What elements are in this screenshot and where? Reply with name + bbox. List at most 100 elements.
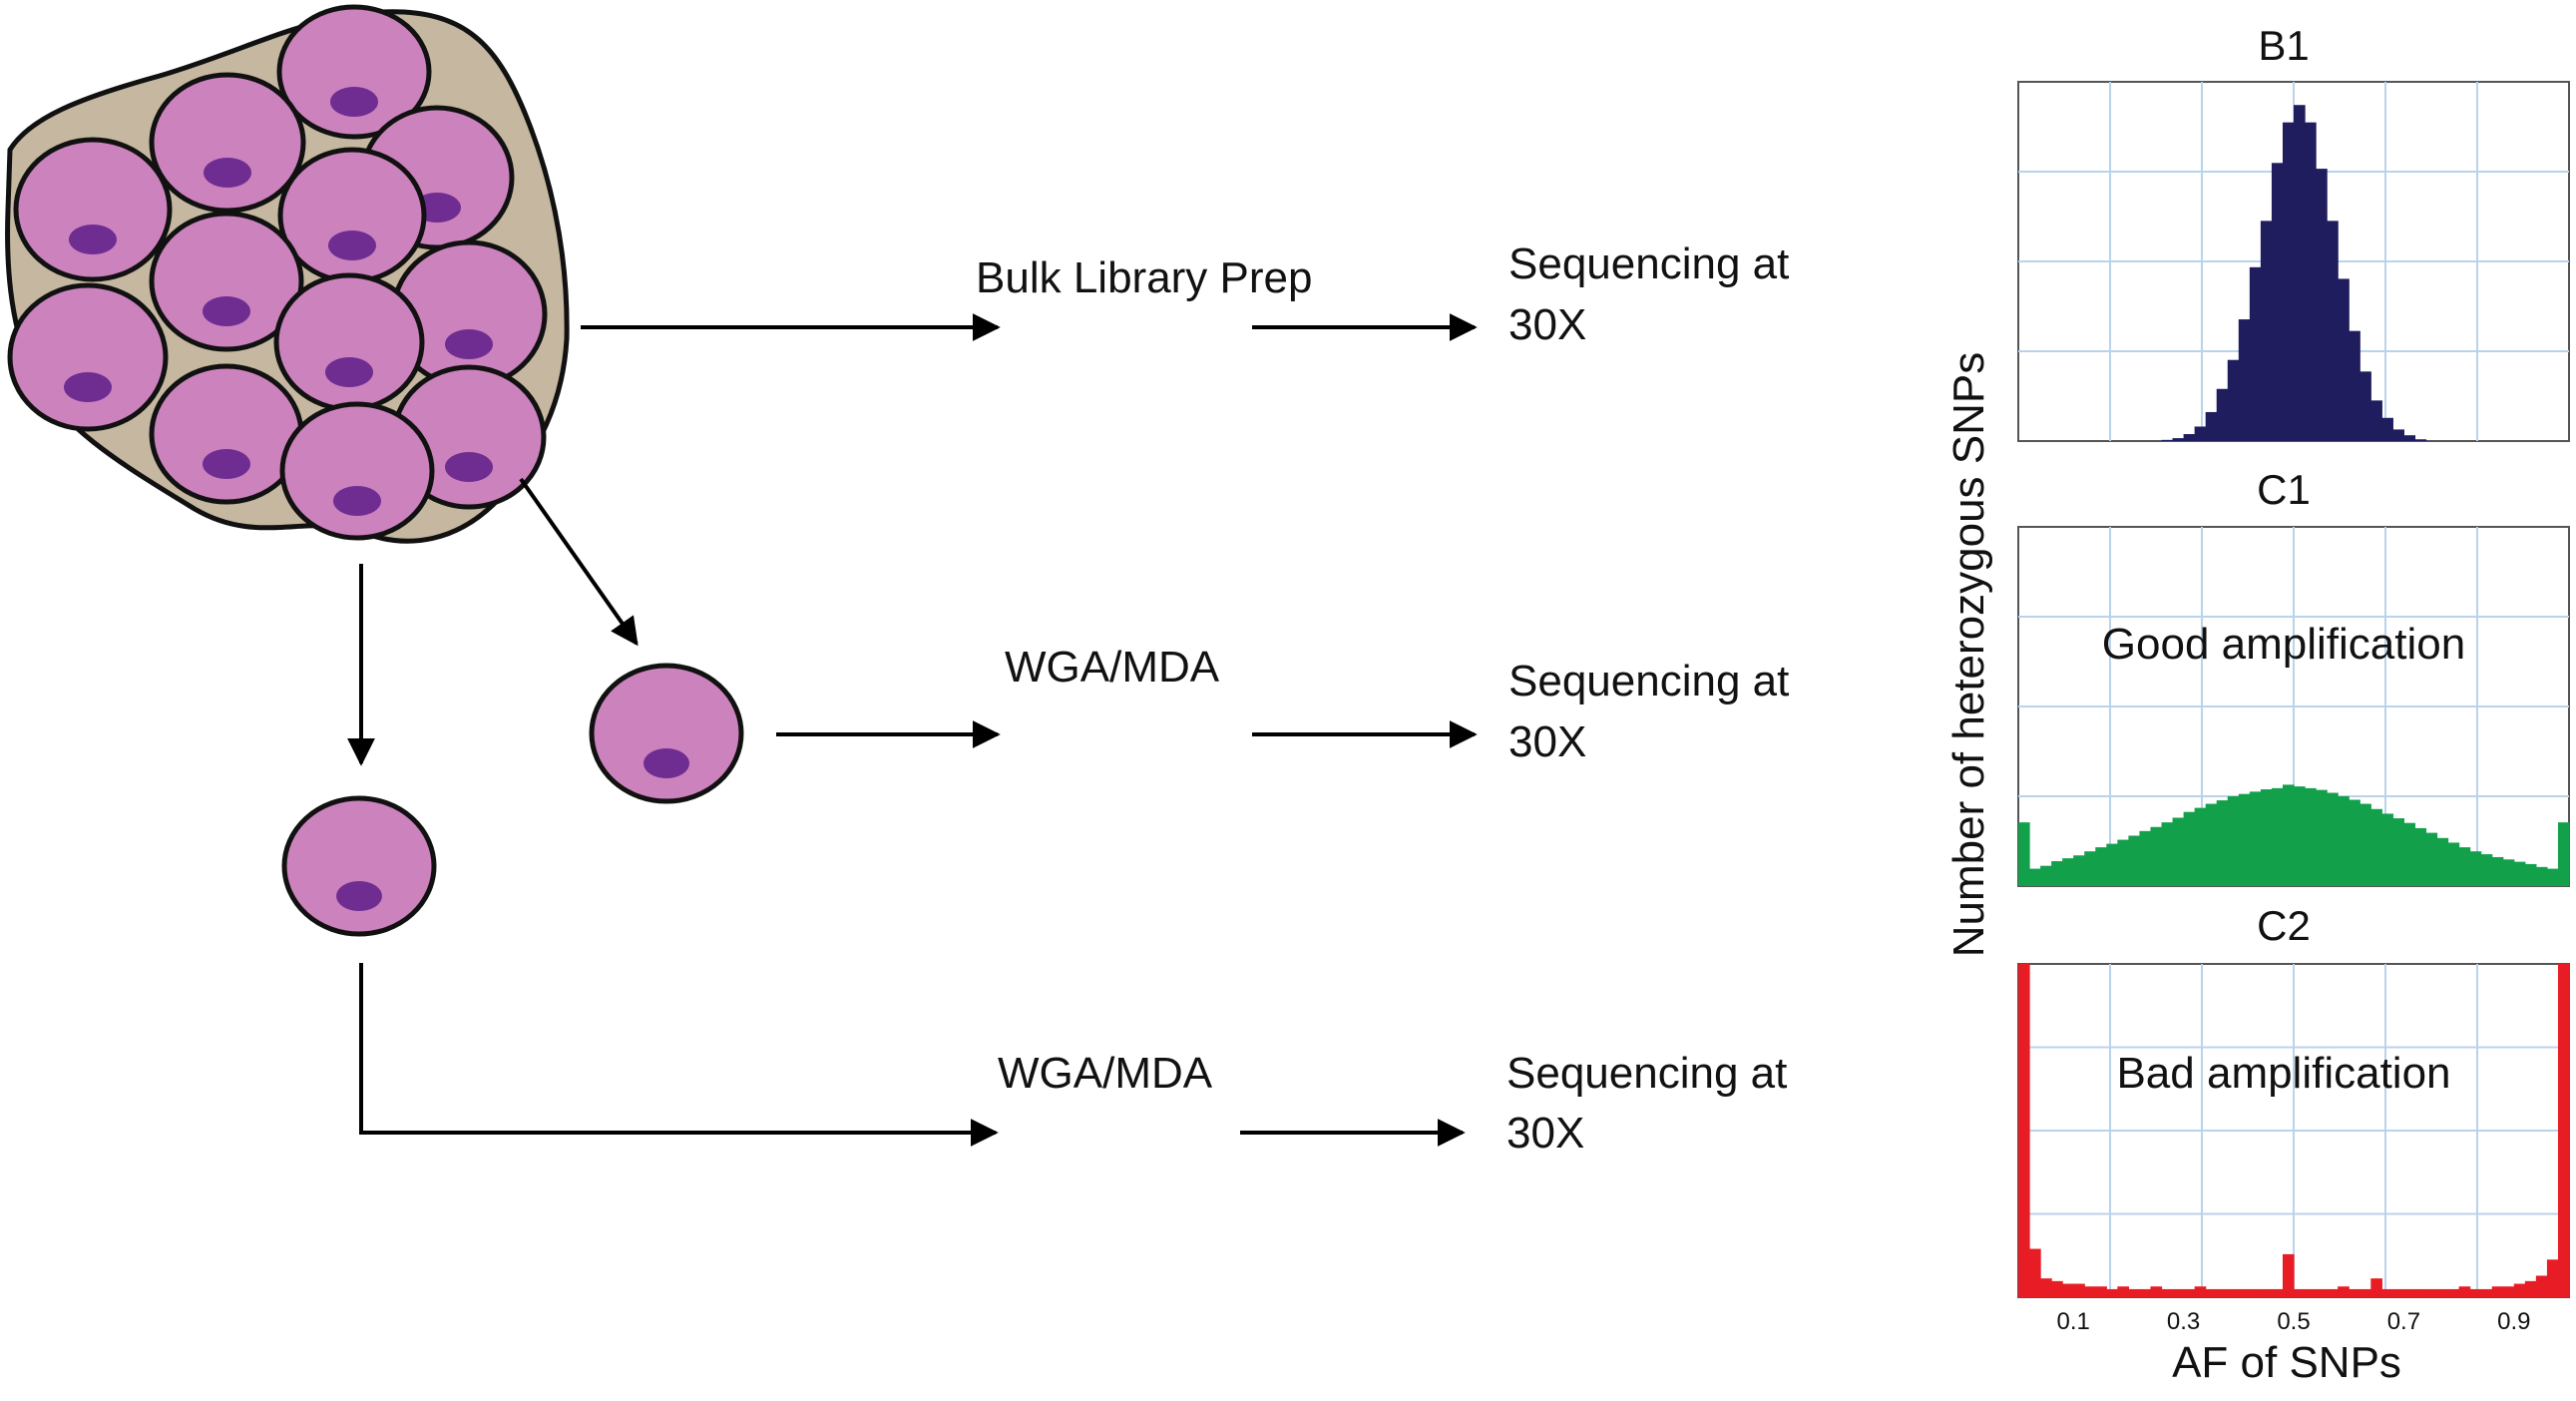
histogram-bar bbox=[2491, 1286, 2504, 1297]
nucleus bbox=[330, 87, 378, 117]
nucleus bbox=[336, 881, 382, 911]
histogram-bar bbox=[2557, 822, 2570, 886]
nucleus bbox=[445, 452, 493, 482]
histogram-bar bbox=[2392, 1288, 2404, 1297]
histogram-bar bbox=[2194, 426, 2207, 441]
x-axis-label: AF of SNPs bbox=[2172, 1338, 2401, 1387]
histogram-bar bbox=[2360, 1288, 2371, 1297]
histogram-bar bbox=[2106, 1288, 2118, 1297]
sequencing-label-line1-cell2: Sequencing at bbox=[1506, 1049, 1787, 1098]
histogram-bar bbox=[2172, 817, 2185, 886]
histogram-bar bbox=[2535, 1275, 2548, 1297]
histogram-bar bbox=[2282, 784, 2295, 886]
histogram-bar bbox=[2216, 388, 2229, 441]
histogram-bar bbox=[2502, 1286, 2515, 1297]
histogram-bar bbox=[2305, 1288, 2317, 1297]
histogram-bar bbox=[2117, 1286, 2129, 1297]
histogram-bar bbox=[2271, 787, 2284, 886]
histogram-bar bbox=[2392, 818, 2404, 886]
histogram-bar bbox=[2205, 1288, 2218, 1297]
chart-b1: B1 bbox=[2017, 22, 2570, 442]
histogram-bar bbox=[2316, 789, 2328, 886]
y-axis-label: Number of heterozygous SNPs bbox=[1944, 352, 1993, 958]
histogram-bar bbox=[2172, 1288, 2185, 1297]
histogram-bar bbox=[2150, 826, 2163, 886]
tissue-cell bbox=[149, 72, 306, 214]
histogram-bar bbox=[2447, 842, 2460, 886]
nucleus bbox=[204, 158, 251, 188]
nucleus bbox=[644, 748, 689, 778]
histogram-bar bbox=[2349, 330, 2361, 441]
histogram-bar bbox=[2469, 851, 2482, 886]
tissue-cell bbox=[277, 147, 427, 284]
chart-title: B1 bbox=[2258, 22, 2309, 69]
arrow-cell2-to-wga bbox=[359, 963, 999, 1147]
nucleus bbox=[203, 449, 250, 479]
histogram-bar bbox=[2249, 266, 2262, 441]
histogram-bar bbox=[2183, 811, 2196, 886]
histogram-bar bbox=[2260, 1288, 2273, 1297]
wga-mda-label-2: WGA/MDA bbox=[998, 1049, 1213, 1098]
histogram-bar bbox=[2502, 859, 2515, 886]
histogram-bar bbox=[2194, 807, 2207, 886]
histogram-bar bbox=[2327, 1288, 2339, 1297]
histogram-bar bbox=[2161, 439, 2174, 441]
histogram-bar bbox=[2480, 1288, 2493, 1297]
nucleus bbox=[445, 329, 493, 359]
histogram-bar bbox=[2370, 400, 2382, 441]
histogram-bar bbox=[2403, 1288, 2416, 1297]
chart-annotation: Good amplification bbox=[2102, 620, 2465, 669]
x-tick-label: 0.5 bbox=[2277, 1308, 2310, 1335]
histogram-bar bbox=[2425, 1288, 2438, 1297]
single-cell-2 bbox=[281, 795, 437, 937]
histogram-bar bbox=[2150, 1286, 2163, 1297]
histogram-bar bbox=[2172, 438, 2185, 441]
bulk-library-prep-label: Bulk Library Prep bbox=[976, 253, 1312, 302]
histogram-bar bbox=[2513, 861, 2526, 886]
histogram-bar bbox=[2458, 1286, 2471, 1297]
histogram-bar bbox=[2194, 1286, 2207, 1297]
nucleus bbox=[325, 357, 373, 387]
histogram-bar bbox=[2161, 1288, 2174, 1297]
histogram-bar bbox=[2062, 858, 2074, 886]
histogram-bar bbox=[2128, 835, 2141, 886]
tissue-cell bbox=[279, 401, 435, 541]
histogram-bar bbox=[2338, 796, 2350, 886]
histogram-bar bbox=[2316, 1288, 2328, 1297]
histogram-bar bbox=[2084, 851, 2096, 886]
histogram-bar bbox=[2073, 1283, 2085, 1297]
histogram-bar bbox=[2305, 787, 2317, 886]
histogram-bar bbox=[2040, 865, 2052, 886]
tissue-cell bbox=[273, 272, 425, 412]
histogram-bar bbox=[2338, 1286, 2350, 1297]
histogram-bar bbox=[2546, 868, 2559, 886]
histogram-bar bbox=[2106, 843, 2118, 886]
tissue-cell bbox=[149, 363, 304, 505]
histogram-bar bbox=[2139, 1288, 2152, 1297]
tissue-cell bbox=[149, 211, 304, 352]
chart-title: C1 bbox=[2257, 466, 2311, 513]
flow-arrows bbox=[347, 313, 1478, 1147]
histogram-bar bbox=[2095, 1286, 2107, 1297]
histogram-bar bbox=[2260, 221, 2273, 441]
histogram-bar bbox=[2360, 371, 2371, 441]
arrow-tissue-to-single-cell-1 bbox=[519, 477, 639, 647]
tissue-cell bbox=[7, 282, 169, 432]
histogram-bar bbox=[2183, 434, 2196, 441]
histogram-bar bbox=[2238, 319, 2251, 441]
histogram-bar bbox=[2205, 803, 2218, 886]
histogram-bar bbox=[2040, 1278, 2052, 1297]
histogram-bar bbox=[2227, 1288, 2240, 1297]
histogram-bar bbox=[2414, 827, 2427, 886]
nucleus bbox=[69, 225, 117, 254]
histogram-bar bbox=[2425, 832, 2438, 886]
histogram-bar bbox=[2546, 1259, 2559, 1297]
histogram-bar bbox=[2381, 813, 2393, 886]
wga-mda-label-1: WGA/MDA bbox=[1005, 643, 1220, 692]
histogram-bar bbox=[2513, 1283, 2526, 1297]
